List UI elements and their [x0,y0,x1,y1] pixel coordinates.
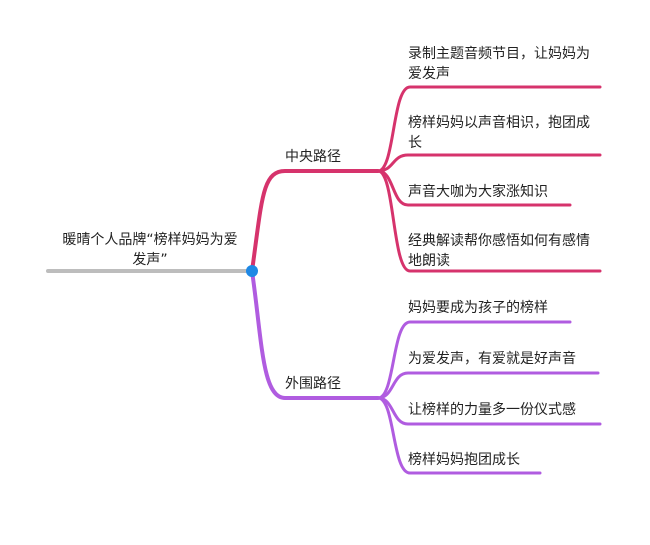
leaf-connector-outer-2 [376,371,600,400]
leaf-topic[interactable]: 经典解读帮你感悟如何有感情地朗读 [408,233,590,269]
leaf-topic[interactable]: 录制主题音频节目，让妈妈为爱发声 [408,46,590,82]
branch-topic-outer[interactable]: 外围路径 [285,376,341,392]
branch-topic-central[interactable]: 中央路径 [285,149,341,165]
leaf-topic[interactable]: 妈妈要成为孩子的榜样 [408,300,548,316]
branch-connector-outer [250,269,380,400]
leaf-topic[interactable]: 让榜样的力量多一份仪式感 [408,402,576,418]
leaf-connector-outer-1 [376,320,572,400]
root-topic[interactable]: 暖晴个人品牌“榜样妈妈为爱发声” [62,232,238,268]
leaf-topic[interactable]: 声音大咖为大家涨知识 [408,184,548,200]
leaf-topic[interactable]: 榜样妈妈以声音相识，抱团成长 [408,115,590,151]
leaf-topic[interactable]: 为爱发声，有爱就是好声音 [408,351,576,367]
branch-connector-central [250,169,380,273]
leaf-topic[interactable]: 榜样妈妈抱团成长 [408,452,520,468]
leaf-connector-central-4 [376,169,602,273]
leaf-connector-central-2 [376,153,602,173]
leaf-connector-outer-4 [376,396,542,475]
leaf-connector-central-1 [376,85,602,173]
hub-node[interactable] [246,265,258,277]
